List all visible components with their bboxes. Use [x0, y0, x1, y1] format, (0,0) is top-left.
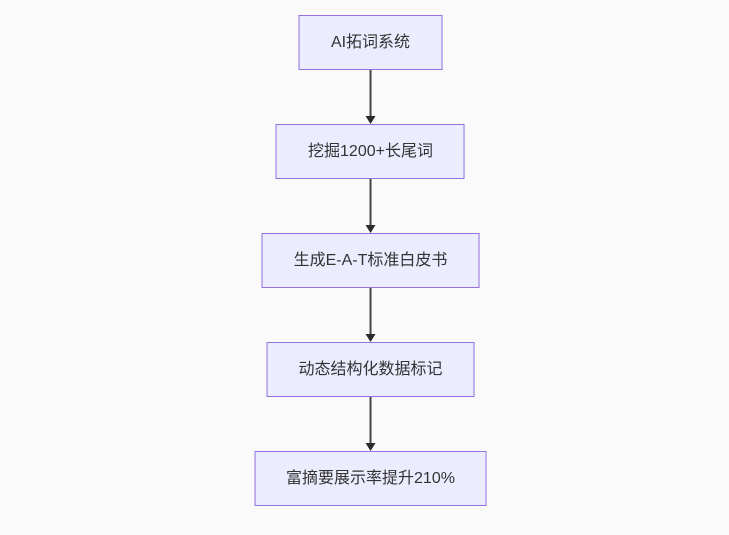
- flow-node-ai-word-expansion: AI拓词系统: [298, 15, 443, 70]
- arrow-line: [369, 179, 372, 225]
- arrow-line: [369, 288, 372, 334]
- flowchart: AI拓词系统 挖掘1200+长尾词 生成E-A-T标准白皮书 动态结构化数据标记…: [254, 15, 487, 506]
- arrow-line: [369, 397, 372, 443]
- node-label: 富摘要展示率提升210%: [286, 469, 455, 487]
- arrow-down-icon: [365, 397, 376, 451]
- arrowhead-icon: [365, 334, 376, 342]
- arrowhead-icon: [365, 443, 376, 451]
- arrow-down-icon: [365, 288, 376, 342]
- node-label: 挖掘1200+长尾词: [308, 142, 433, 160]
- flow-node-rich-snippet-result: 富摘要展示率提升210%: [254, 451, 487, 506]
- arrow-down-icon: [365, 70, 376, 124]
- flow-node-structured-data-markup: 动态结构化数据标记: [266, 342, 475, 397]
- node-label: 生成E-A-T标准白皮书: [293, 251, 448, 269]
- node-label: AI拓词系统: [330, 33, 411, 51]
- node-label: 动态结构化数据标记: [298, 360, 443, 378]
- arrowhead-icon: [365, 116, 376, 124]
- arrowhead-icon: [365, 225, 376, 233]
- arrow-down-icon: [365, 179, 376, 233]
- arrow-line: [369, 70, 372, 116]
- flow-node-eat-whitepaper: 生成E-A-T标准白皮书: [261, 233, 480, 288]
- flow-node-longtail-mining: 挖掘1200+长尾词: [276, 124, 465, 179]
